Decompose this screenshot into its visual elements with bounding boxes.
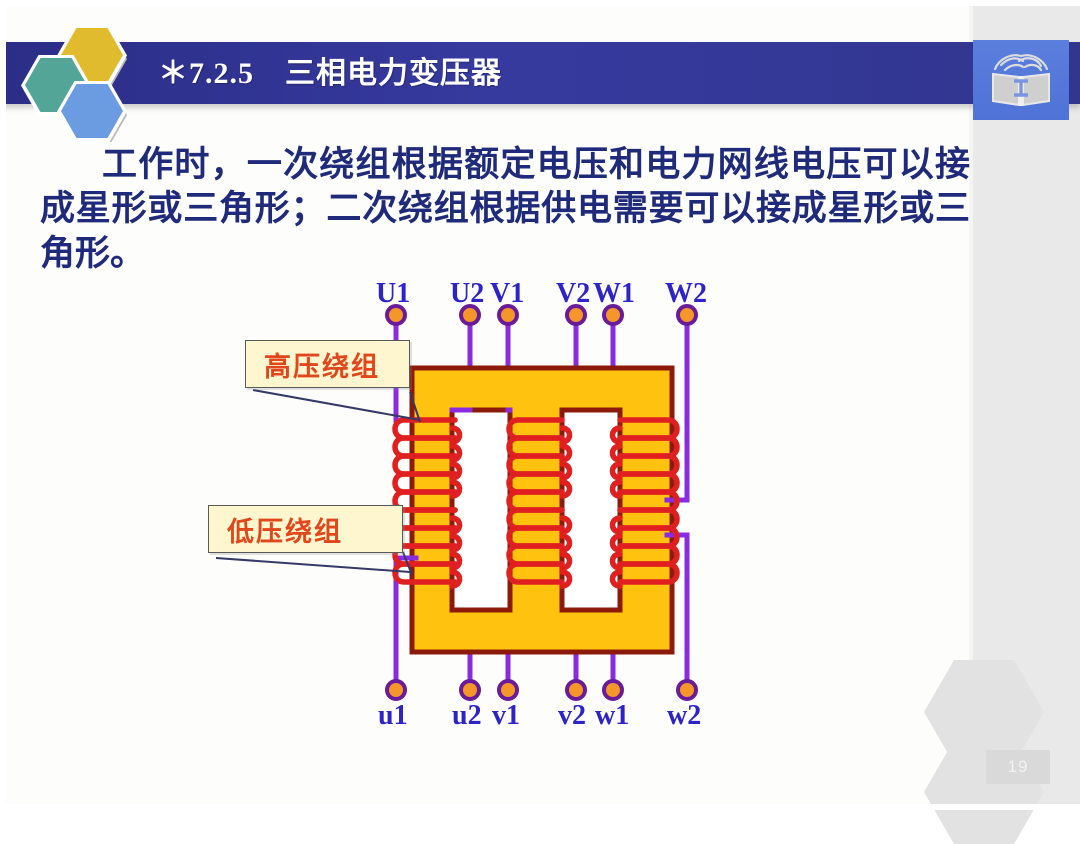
transformer-diagram-svg <box>215 304 698 701</box>
terminal-label-V2: V2 <box>556 278 591 309</box>
terminal-label-v2: v2 <box>558 700 586 731</box>
terminal-label-u1: u1 <box>378 700 408 731</box>
terminal-label-u2: u2 <box>452 700 482 731</box>
school-emblem-icon <box>992 54 1050 107</box>
page-number: 19 <box>986 750 1050 784</box>
coil-right-limb <box>617 417 680 585</box>
terminal-label-w1: w1 <box>595 700 630 731</box>
coil-middle-limb-inner <box>559 425 573 589</box>
terminal-label-U2: U2 <box>450 278 485 309</box>
terminal-label-V1: V1 <box>490 278 525 309</box>
slide-frame-left <box>0 0 6 810</box>
terminal-label-U1: U1 <box>376 278 411 309</box>
callout-low-voltage-winding: 低压绕组 <box>208 505 403 553</box>
school-emblem <box>973 40 1069 120</box>
terminal-label-W1: W1 <box>593 278 635 309</box>
coil-middle-limb <box>506 417 565 585</box>
coil-left-limb-inner <box>449 425 463 589</box>
sidebar-edge-strip <box>969 0 973 810</box>
callout-leader-lines <box>215 389 421 576</box>
callout-high-voltage-winding: 高压绕组 <box>245 340 410 388</box>
slide-frame-bottom <box>0 804 1080 810</box>
terminal-label-w2: w2 <box>667 700 702 731</box>
hexagon-blue-icon <box>61 84 123 138</box>
terminal-label-v1: v1 <box>492 700 520 731</box>
transformer-diagram: U1 U2 V1 V2 W1 W2 u1 u2 v1 v2 w1 w2 <box>0 270 1080 750</box>
terminal-label-W2: W2 <box>665 278 707 309</box>
body-paragraph: 工作时，一次绕组根据额定电压和电力网线电压可以接成星形或三角形；二次绕组根据供电… <box>40 145 970 273</box>
page-title: ＊7.2.5 三相电力变压器 <box>158 57 502 90</box>
slide-frame-top <box>0 0 1080 6</box>
title-banner <box>0 42 1080 104</box>
terminal-dots-top <box>385 304 698 326</box>
coil-right-limb-inner <box>609 425 623 589</box>
terminal-dots-bottom <box>385 679 698 701</box>
